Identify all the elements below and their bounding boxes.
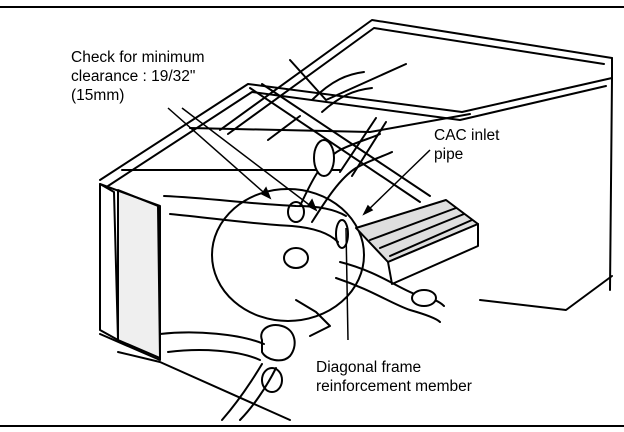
frame-right-rail	[609, 57, 613, 291]
frame-diagonal-member	[339, 117, 377, 173]
water-pump	[260, 324, 296, 362]
callout-cac-inlet-pipe: CAC inlet pipe	[434, 127, 500, 163]
cac-inlet-pipe	[299, 133, 381, 207]
radiator-frame	[99, 183, 161, 361]
top-hose-b	[321, 87, 373, 113]
lower-pipe	[159, 331, 265, 345]
cac-fins-2	[379, 213, 465, 249]
charge-air-cooler-side	[387, 223, 479, 285]
outlet-pipe-b	[335, 277, 441, 323]
upper-pipe-b	[169, 213, 339, 243]
leader-clearance-arrow-2	[306, 198, 318, 212]
frame-top-rail-back-inner	[227, 27, 605, 135]
frame-crossbar-1b	[261, 83, 431, 197]
pump-bracket	[295, 299, 331, 337]
pump-down-pipe-b	[239, 367, 277, 421]
radiator-core	[117, 189, 161, 359]
frame-top-rail-back	[219, 19, 613, 131]
leader-clearance-arrow-1	[260, 186, 272, 200]
frame-top-rail-front	[99, 77, 613, 181]
cac-inlet-pipe-b	[311, 151, 393, 223]
frame-crossbar-2	[189, 113, 471, 133]
leader-cac-arrow	[362, 204, 374, 216]
upper-pipe	[163, 195, 347, 217]
frame-crossbar-1	[249, 87, 421, 203]
bottom-rule	[0, 425, 624, 427]
pump-down-pipe	[221, 363, 263, 421]
top-hose	[311, 71, 365, 101]
leader-clearance-2	[181, 107, 317, 211]
frame-brace-lower	[267, 115, 301, 141]
callout-diagonal-member: Diagonal frame reinforcement member	[316, 359, 472, 395]
leader-clearance-1	[167, 107, 271, 199]
radiator-panel	[99, 183, 119, 341]
fan-hub	[283, 247, 309, 269]
frame-top-rail-front-inner	[107, 85, 607, 187]
leader-cac-inlet	[363, 149, 431, 215]
radiator-bottom-rail	[117, 351, 291, 421]
cac-fins-3	[389, 219, 473, 257]
hose-clamp-2	[335, 219, 349, 249]
cac-fins-1	[369, 207, 457, 241]
frame-right-lower	[479, 275, 613, 311]
lower-pipe-b	[167, 349, 261, 361]
hose-clamp-1	[287, 201, 305, 223]
callout-clearance: Check for minimum clearance : 19/32" (15…	[71, 49, 205, 104]
outlet-clamp	[411, 289, 437, 307]
frame-brace	[289, 59, 407, 101]
leader-diagonal	[345, 227, 349, 341]
hose-clamp-3	[313, 139, 335, 177]
top-rule	[0, 6, 624, 8]
